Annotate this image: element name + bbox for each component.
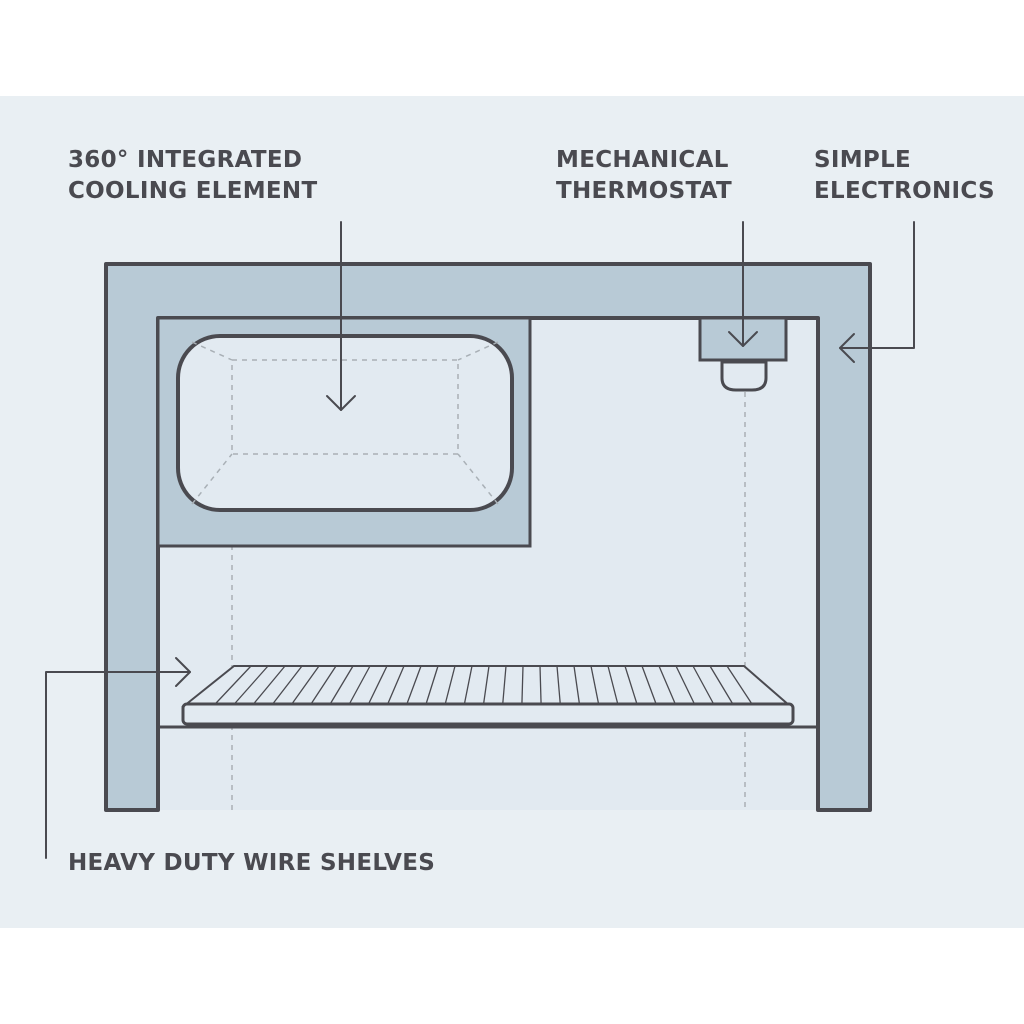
electronics-arrow	[839, 221, 915, 363]
cooling-arrow	[326, 221, 356, 411]
label-cooling-line1: 360° INTEGRATED	[68, 147, 303, 173]
label-thermostat-line2: THERMOSTAT	[556, 178, 732, 204]
label-cooling-line2: COOLING ELEMENT	[68, 178, 318, 204]
thermostat-knob	[720, 360, 768, 392]
thermostat-arrow	[728, 221, 758, 347]
shelves-arrow	[45, 657, 191, 859]
shelf-front-rail	[181, 702, 795, 726]
label-cooling-element: 360° INTEGRATED COOLING ELEMENT	[68, 145, 317, 207]
cooling-element-perspective	[191, 341, 499, 505]
label-wire-shelves: HEAVY DUTY WIRE SHELVES	[68, 848, 435, 879]
label-mechanical-thermostat: MECHANICAL THERMOSTAT	[556, 145, 732, 207]
shelf-surface	[181, 665, 793, 707]
label-thermostat-line1: MECHANICAL	[556, 147, 729, 173]
label-simple-electronics: SIMPLE ELECTRONICS	[814, 145, 995, 207]
callout-arrows	[45, 221, 915, 859]
label-shelves-text: HEAVY DUTY WIRE SHELVES	[68, 850, 436, 876]
label-electronics-line1: SIMPLE	[814, 147, 912, 173]
label-electronics-line2: ELECTRONICS	[814, 178, 995, 204]
wire-shelf	[160, 665, 816, 729]
cooling-element-panel	[176, 334, 514, 512]
